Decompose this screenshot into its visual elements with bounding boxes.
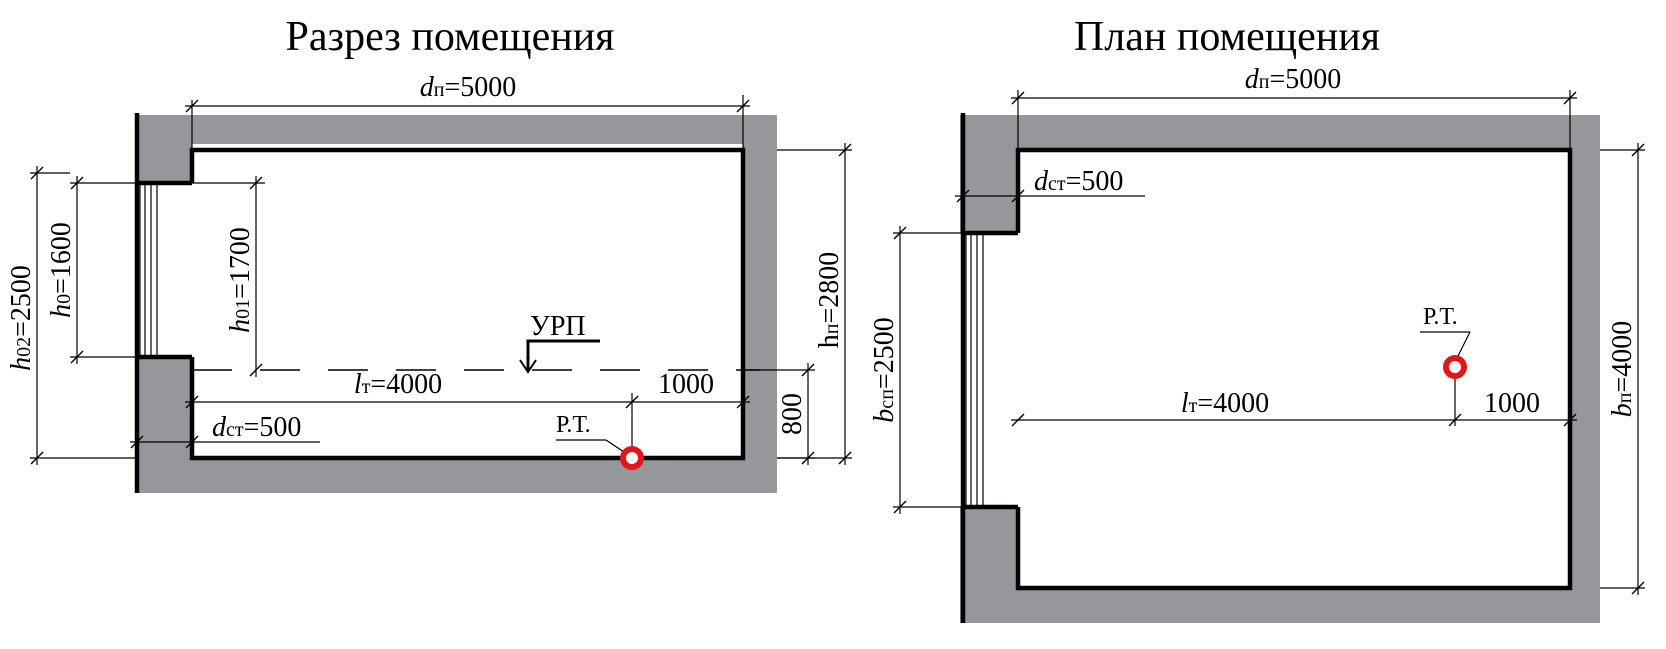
plan-rt-point: Р.Т.: [1420, 304, 1471, 379]
section-view: Разрез помещения dп=5000: [6, 14, 852, 493]
section-rt-point: Р.Т.: [556, 412, 644, 470]
plan-dst-label: dст=500: [1034, 166, 1123, 197]
plan-left-wall-lower: [960, 507, 1018, 623]
section-dim-800: 800: [750, 363, 815, 465]
section-title: Разрез помещения: [286, 14, 615, 60]
plan-bp-label: bп=4000: [1607, 321, 1638, 418]
section-floor-wall: [135, 458, 777, 493]
section-dim-hp: hп=2800: [777, 143, 852, 465]
plan-dim-lt: lт=4000 1000: [1011, 370, 1577, 427]
plan-dim-dst: dст=500: [955, 166, 1145, 203]
section-walls: [135, 115, 777, 493]
plan-left-wall-upper: [960, 115, 1018, 233]
plan-view: План помещения dп=5000: [869, 14, 1645, 623]
section-ceiling-wall: [135, 115, 777, 144]
plan-window: [965, 233, 984, 507]
plan-dim-dp: dп=5000: [1011, 64, 1577, 150]
plan-rt-marker: [1443, 355, 1467, 379]
section-left-wall-upper: [135, 115, 192, 183]
section-800-label: 800: [777, 393, 808, 435]
section-urp-marker: УРП: [519, 311, 600, 374]
plan-bottom-wall: [960, 588, 1600, 623]
plan-title: План помещения: [1074, 14, 1380, 60]
section-dim-dst: dст=500: [130, 412, 320, 449]
plan-dp-label: dп=5000: [1245, 64, 1342, 95]
section-dst-label: dст=500: [212, 412, 301, 443]
section-h0-label: h0=1600: [46, 222, 77, 318]
plan-right-wall: [1570, 115, 1600, 623]
section-lt-label: lт=4000: [354, 369, 442, 400]
section-h01-label: h01=1700: [225, 227, 256, 333]
section-left-wall-lower: [135, 357, 192, 493]
section-right-wall: [743, 115, 777, 493]
plan-rt-label: Р.Т.: [1423, 304, 1458, 330]
section-window: [139, 183, 158, 357]
section-hp-label: hп=2800: [814, 252, 845, 349]
section-rt-label: Р.Т.: [556, 412, 591, 438]
plan-top-wall: [960, 115, 1600, 150]
section-urp-label: УРП: [530, 311, 586, 342]
plan-1000-label: 1000: [1484, 388, 1540, 419]
plan-lt-label: lт=4000: [1181, 388, 1269, 419]
plan-room-outline: [1015, 147, 1573, 591]
plan-walls: [960, 115, 1600, 623]
plan-dim-bsp: bсп=2500: [869, 226, 966, 514]
plan-bsp-label: bсп=2500: [869, 317, 900, 422]
section-dp-label: dп=5000: [420, 72, 517, 103]
section-dim-h02: h02=2500: [6, 166, 137, 465]
section-dim-lt: lт=4000 1000: [185, 369, 750, 458]
section-rt-marker: [620, 446, 644, 470]
section-dim-h01: h01=1700: [192, 176, 265, 377]
section-dim-dp: dп=5000: [185, 72, 750, 150]
plan-dim-bp: bп=4000: [1600, 143, 1645, 595]
section-dim-h0: h0=1600: [46, 176, 140, 364]
section-1000-label: 1000: [658, 369, 714, 400]
section-h02-label: h02=2500: [6, 265, 37, 371]
